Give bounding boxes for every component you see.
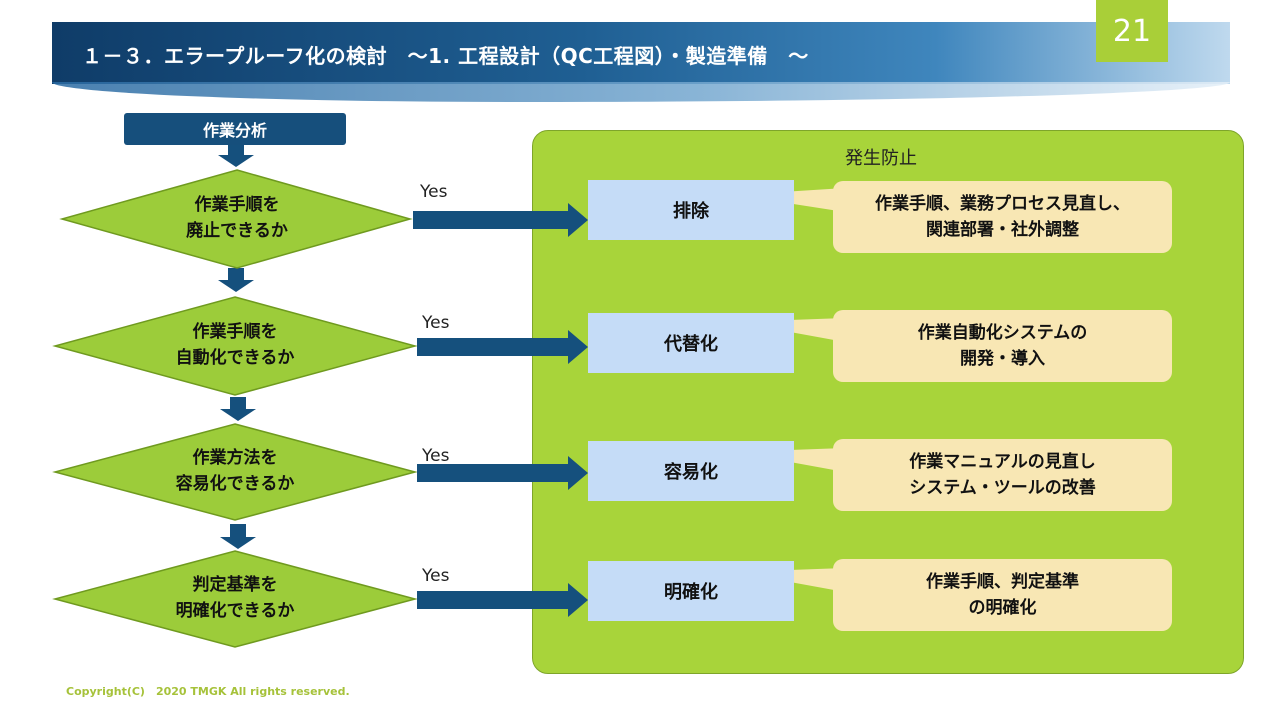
callout-line: 作業手順、判定基準	[926, 572, 1079, 592]
yes-label-1: Yes	[420, 182, 448, 202]
copyright-notice: Copyright(C) 2020 TMGK All rights reserv…	[66, 685, 350, 698]
action-box-4: 明確化	[588, 561, 794, 621]
yes-label-3: Yes	[422, 446, 450, 466]
callout-3: 作業マニュアルの見直し システム・ツールの改善	[833, 439, 1172, 511]
yes-arrow-3	[417, 456, 588, 490]
decision-text-line: 容易化できるか	[175, 474, 295, 494]
decision-diamond-2	[52, 296, 418, 396]
callout-line: 作業手順、業務プロセス見直し、	[875, 194, 1130, 214]
callout-line: 関連部署・社外調整	[926, 220, 1079, 240]
callout-2: 作業自動化システムの 開発・導入	[833, 310, 1172, 382]
yes-arrow-2	[417, 330, 588, 364]
yes-label-4: Yes	[422, 566, 450, 586]
decision-text-2: 作業手順を 自動化できるか	[135, 319, 335, 371]
down-arrow-3	[220, 397, 256, 421]
decision-text-line: 作業手順を	[194, 195, 280, 215]
panel-label: 発生防止	[845, 148, 917, 169]
decision-text-line: 自動化できるか	[175, 348, 295, 368]
decision-text-line: 作業方法を	[192, 448, 278, 468]
page-title: １－３．エラープルーフ化の検討 ～1. 工程設計（QC工程図）・製造準備 ～	[82, 44, 809, 68]
yes-arrow-4	[417, 583, 588, 617]
callout-1: 作業手順、業務プロセス見直し、 関連部署・社外調整	[833, 181, 1172, 253]
yes-label-2: Yes	[422, 313, 450, 333]
callout-line: 作業自動化システムの	[917, 323, 1088, 343]
yes-arrow-1	[413, 203, 588, 237]
decision-text-4: 判定基準を 明確化できるか	[135, 572, 335, 624]
callout-4: 作業手順、判定基準 の明確化	[833, 559, 1172, 631]
action-box-2: 代替化	[588, 313, 794, 373]
down-arrow-2	[218, 268, 254, 292]
decision-text-line: 明確化できるか	[175, 601, 295, 621]
decision-text-line: 廃止できるか	[186, 221, 288, 241]
decision-text-line: 判定基準を	[192, 575, 278, 595]
start-box: 作業分析	[124, 113, 346, 145]
action-box-1: 排除	[588, 180, 794, 240]
decision-diamond-1	[59, 169, 413, 269]
down-arrow-4	[220, 524, 256, 549]
callout-line: 開発・導入	[960, 349, 1045, 369]
down-arrow-1	[218, 145, 254, 167]
decision-diamond-3	[52, 423, 418, 521]
header-swoosh	[52, 82, 1230, 102]
action-box-3: 容易化	[588, 441, 794, 501]
decision-text-3: 作業方法を 容易化できるか	[135, 445, 335, 497]
decision-text-line: 作業手順を	[192, 322, 278, 342]
callout-line: の明確化	[968, 598, 1037, 618]
callout-line: システム・ツールの改善	[909, 478, 1096, 498]
header-band	[52, 22, 1230, 84]
decision-text-1: 作業手順を 廃止できるか	[137, 192, 337, 244]
page-number: 21	[1096, 0, 1168, 62]
callout-line: 作業マニュアルの見直し	[909, 452, 1096, 472]
decision-diamond-4	[52, 550, 418, 648]
